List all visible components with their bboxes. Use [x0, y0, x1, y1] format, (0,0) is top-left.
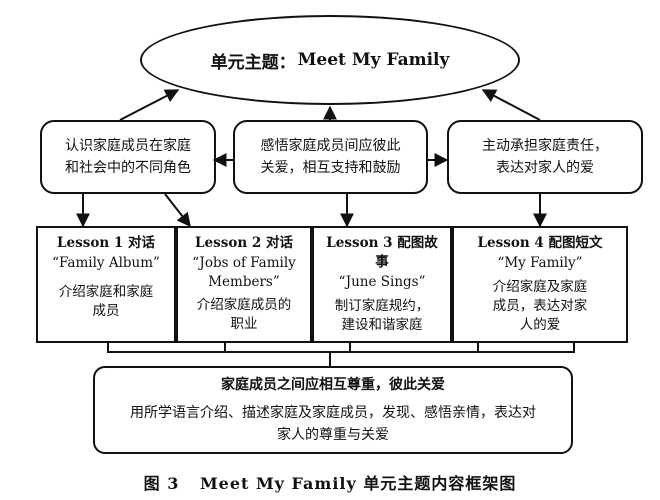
- lesson-description: 制订家庭规约，: [334, 298, 430, 314]
- goal-text-line: 表达对家人的爱: [496, 160, 594, 176]
- lesson-text-title: “Jobs of Family: [192, 255, 296, 271]
- lesson-heading: Lesson 1 对话: [57, 235, 155, 251]
- lesson-box-3: Lesson 3 配图故事 “June Sings” 制订家庭规约， 建设和谐家…: [312, 226, 452, 343]
- lesson-heading: Lesson 4 配图短文: [477, 235, 603, 251]
- goal-text-line: 关爱，相互支持和鼓励: [260, 160, 401, 176]
- summary-text-line: 家人的尊重与关爱: [277, 427, 389, 443]
- figure-number: 图 3: [143, 474, 180, 493]
- goal-box-responsibility: 主动承担家庭责任， 表达对家人的爱: [447, 120, 643, 194]
- figure-caption: 图 3 Meet My Family 单元主题内容框架图: [0, 470, 660, 494]
- unit-theme-ellipse: 单元主题： Meet My Family: [140, 15, 520, 105]
- summary-heading: 家庭成员之间应相互尊重，彼此关爱: [221, 377, 445, 393]
- arrow-goal3-to-title: [481, 89, 541, 121]
- arrow-goal1-to-title: [119, 89, 180, 121]
- lesson-description: 职业: [230, 316, 258, 332]
- figure-caption-text: Meet My Family 单元主题内容框架图: [199, 474, 517, 493]
- lesson-text-title: “Family Album”: [52, 255, 160, 271]
- unit-theme-prefix: 单元主题：: [210, 52, 296, 73]
- unit-theme-name: Meet My Family: [297, 50, 450, 70]
- goal-text-line: 认识家庭成员在家庭: [65, 138, 191, 154]
- lesson-description: 成员: [92, 303, 120, 319]
- lesson-text-title: “June Sings”: [338, 274, 426, 290]
- lesson-box-2: Lesson 2 对话 “Jobs of Family Members” 介绍家…: [176, 226, 312, 343]
- lesson-description: 介绍家庭和家庭: [58, 284, 154, 300]
- lesson-description: 建设和谐家庭: [341, 317, 423, 333]
- lesson-heading: Lesson 2 对话: [195, 235, 293, 251]
- lesson-text-title: Members”: [208, 274, 280, 290]
- lesson-box-4: Lesson 4 配图短文 “My Family” 介绍家庭及家庭 成员，表达对…: [452, 226, 628, 343]
- goal-box-care: 感悟家庭成员间应彼此 关爱，相互支持和鼓励: [233, 120, 428, 194]
- summary-text-line: 用所学语言介绍、描述家庭及家庭成员，发现、感悟亲情，表达对: [130, 405, 536, 421]
- goal-text-line: 和社会中的不同角色: [65, 160, 191, 176]
- summary-box: 家庭成员之间应相互尊重，彼此关爱 用所学语言介绍、描述家庭及家庭成员，发现、感悟…: [93, 366, 573, 454]
- lesson-box-1: Lesson 1 对话 “Family Album” 介绍家庭和家庭 成员: [36, 226, 176, 343]
- lesson-description: 人的爱: [519, 317, 561, 333]
- lesson-text-title: “My Family”: [497, 255, 583, 271]
- lessons-bracket: [107, 343, 575, 366]
- lesson-heading: Lesson 3 配图故事: [326, 235, 438, 270]
- arrow-goal1-to-lesson2: [164, 193, 191, 228]
- goal-box-roles: 认识家庭成员在家庭 和社会中的不同角色: [40, 120, 216, 194]
- lesson-description: 介绍家庭及家庭: [492, 279, 588, 295]
- goal-text-line: 主动承担家庭责任，: [482, 138, 608, 154]
- lesson-description: 成员，表达对家: [492, 298, 588, 314]
- goal-text-line: 感悟家庭成员间应彼此: [260, 138, 401, 154]
- lesson-description: 介绍家庭成员的: [196, 297, 292, 313]
